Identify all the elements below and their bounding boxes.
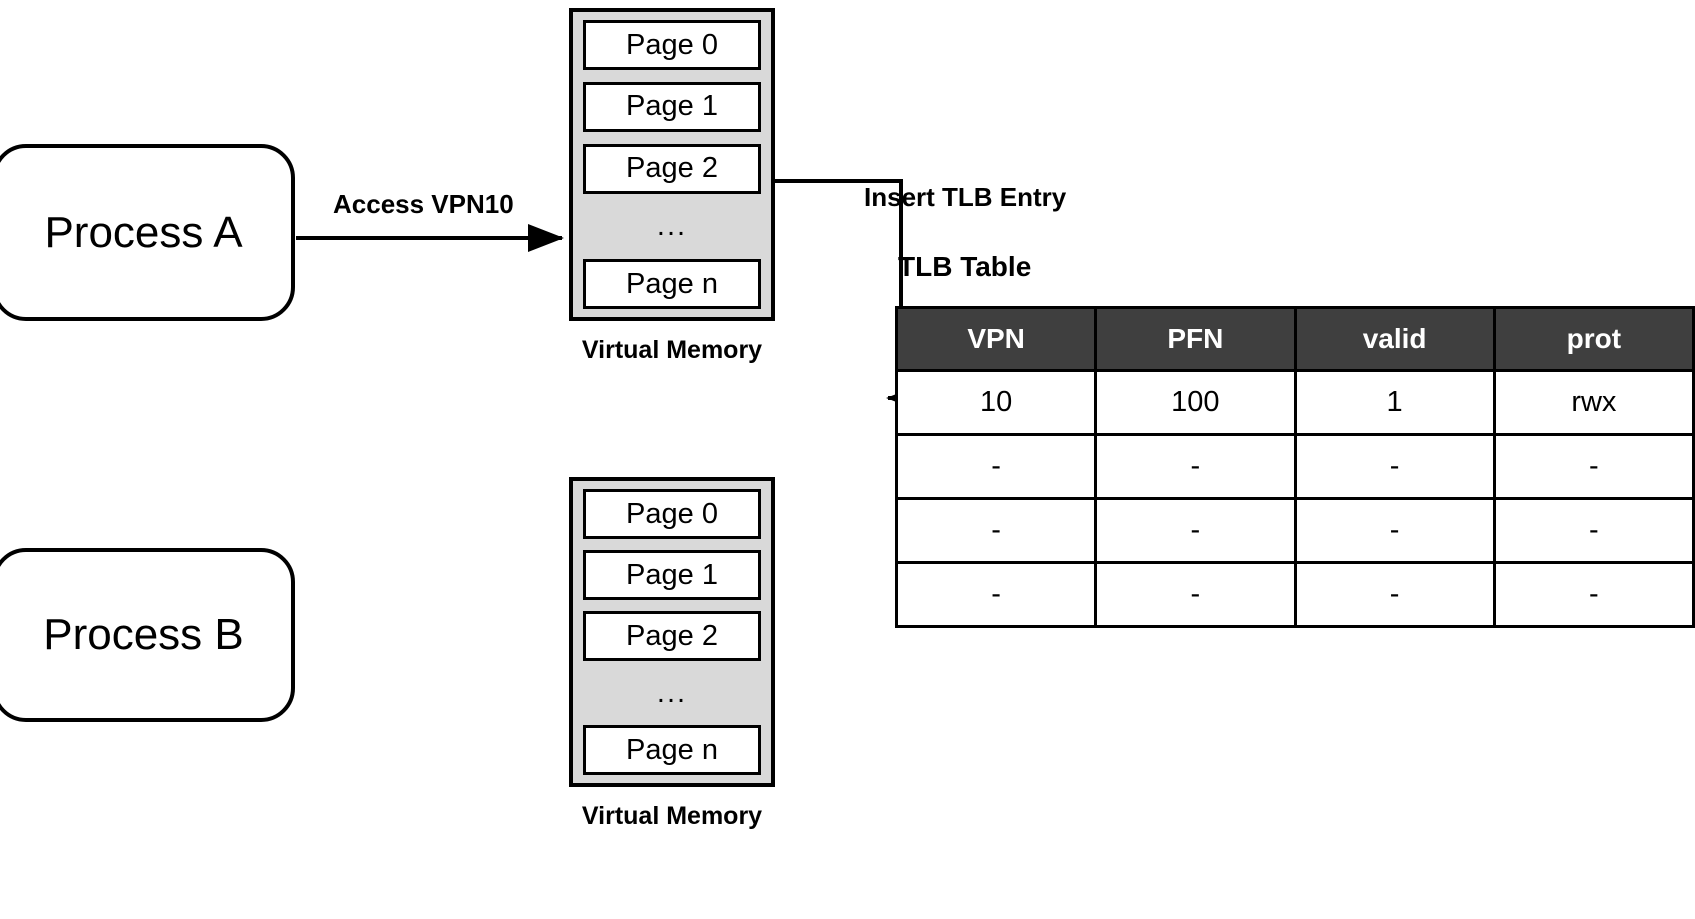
- virtual-memory-b-caption: Virtual Memory: [581, 802, 763, 830]
- cell-prot: -: [1492, 561, 1695, 628]
- tlb-header-prot: prot: [1492, 306, 1695, 372]
- arrow-insert-tlb-entry: [774, 179, 922, 412]
- page-cell: Page 0: [583, 489, 761, 539]
- cell-pfn: -: [1094, 433, 1297, 500]
- page-cell: Page 2: [583, 611, 761, 661]
- page-cell: Page 1: [583, 550, 761, 600]
- tlb-table: VPN PFN valid prot 10 100 1 rwx - - - - …: [894, 306, 1695, 628]
- page-cell: Page 2: [583, 143, 761, 194]
- page-cell: Page 0: [583, 20, 761, 70]
- table-row: - - - -: [894, 561, 1695, 628]
- process-a-label: Process A: [44, 207, 243, 257]
- cell-vpn: 10: [894, 369, 1098, 436]
- cell-prot: rwx: [1492, 369, 1695, 436]
- cell-valid: -: [1293, 561, 1496, 628]
- page-ellipsis: ...: [656, 676, 688, 709]
- page-cell: Page n: [583, 259, 761, 309]
- process-b-label: Process B: [43, 610, 244, 659]
- cell-vpn: -: [894, 561, 1098, 628]
- page-ellipsis: ...: [656, 209, 688, 242]
- cell-pfn: 100: [1094, 369, 1297, 436]
- cell-pfn: -: [1094, 497, 1297, 564]
- table-row: - - - -: [894, 497, 1695, 564]
- virtual-memory-a-caption: Virtual Memory: [581, 336, 763, 364]
- cell-prot: -: [1492, 497, 1695, 564]
- table-row: 10 100 1 rwx: [894, 369, 1695, 436]
- cell-pfn: -: [1094, 561, 1297, 628]
- page-cell: Page 1: [583, 81, 761, 132]
- tlb-header-pfn: PFN: [1094, 306, 1297, 372]
- tlb-header-vpn: VPN: [894, 306, 1098, 372]
- insert-tlb-entry-label: Insert TLB Entry: [864, 182, 1067, 212]
- virtual-memory-a: Page 0 Page 1 Page 2 ... Page n: [569, 8, 775, 321]
- tlb-table-header-row: VPN PFN valid prot: [894, 306, 1695, 372]
- cell-prot: -: [1492, 433, 1695, 500]
- table-row: - - - -: [894, 433, 1695, 500]
- tlb-header-valid: valid: [1293, 306, 1496, 372]
- cell-vpn: -: [894, 433, 1098, 500]
- virtual-memory-b: Page 0 Page 1 Page 2 ... Page n: [569, 477, 775, 787]
- tlb-table-title: TLB Table: [898, 251, 1032, 282]
- cell-valid: -: [1293, 497, 1496, 564]
- access-vpn-label: Access VPN10: [333, 189, 514, 219]
- page-cell: Page n: [583, 725, 761, 775]
- cell-valid: 1: [1293, 369, 1496, 436]
- process-a-box[interactable]: Process A: [0, 144, 295, 321]
- cell-valid: -: [1293, 433, 1496, 500]
- cell-vpn: -: [894, 497, 1098, 564]
- process-b-box[interactable]: Process B: [0, 548, 295, 722]
